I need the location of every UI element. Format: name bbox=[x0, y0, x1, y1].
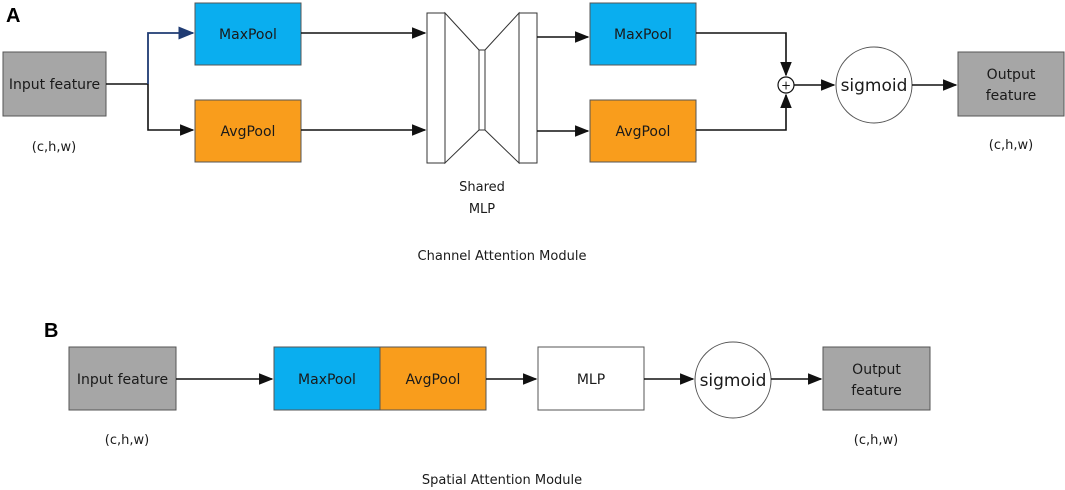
b-maxpool-box: MaxPool bbox=[273, 346, 381, 411]
a-caption: Channel Attention Module bbox=[418, 249, 587, 264]
a-maxpool-out-label: MaxPool bbox=[614, 27, 672, 43]
b-output-label-line1: Output bbox=[852, 362, 901, 378]
b-input-feature-label: Input feature bbox=[77, 372, 168, 388]
a-output-feature-box: Output feature bbox=[957, 51, 1065, 117]
b-sigmoid-label: sigmoid bbox=[700, 371, 767, 391]
b-sigmoid-node: sigmoid bbox=[694, 341, 772, 419]
b-caption: Spatial Attention Module bbox=[422, 473, 582, 488]
a-sigmoid-node: sigmoid bbox=[835, 46, 913, 124]
a-input-dims: (c,h,w) bbox=[32, 140, 76, 155]
b-mlp-box: MLP bbox=[537, 346, 645, 411]
b-avgpool-label: AvgPool bbox=[406, 372, 461, 388]
b-output-label-line2: feature bbox=[851, 383, 902, 399]
a-avgpool-out-box: AvgPool bbox=[589, 99, 697, 163]
b-avgpool-box: AvgPool bbox=[379, 346, 487, 411]
b-input-feature-box: Input feature bbox=[68, 346, 177, 411]
panel-b-label: B bbox=[44, 320, 58, 342]
b-output-dims: (c,h,w) bbox=[854, 433, 898, 448]
panel-a-label: A bbox=[6, 5, 20, 27]
b-input-dims: (c,h,w) bbox=[105, 433, 149, 448]
a-maxpool-label: MaxPool bbox=[219, 27, 277, 43]
shared-mlp-shape bbox=[426, 11, 538, 165]
sum-node: + bbox=[777, 76, 795, 94]
sum-symbol: + bbox=[781, 79, 791, 93]
a-maxpool-out-box: MaxPool bbox=[589, 2, 697, 66]
a-input-feature-box: Input feature bbox=[2, 51, 107, 117]
a-output-label-line2: feature bbox=[986, 88, 1037, 104]
b-output-feature-box: Output feature bbox=[822, 346, 931, 411]
a-avgpool-box: AvgPool bbox=[194, 99, 302, 163]
shared-mlp-label-line2: MLP bbox=[469, 202, 495, 217]
b-maxpool-label: MaxPool bbox=[298, 372, 356, 388]
a-output-dims: (c,h,w) bbox=[989, 138, 1033, 153]
a-avgpool-out-label: AvgPool bbox=[616, 124, 671, 140]
a-avgpool-label: AvgPool bbox=[221, 124, 276, 140]
panel-a-edges bbox=[106, 26, 958, 137]
a-output-label-line1: Output bbox=[987, 67, 1036, 83]
b-mlp-label: MLP bbox=[577, 372, 605, 388]
a-maxpool-box: MaxPool bbox=[194, 2, 302, 66]
shared-mlp-label-line1: Shared bbox=[459, 180, 505, 195]
a-input-feature-label: Input feature bbox=[9, 77, 100, 93]
a-sigmoid-label: sigmoid bbox=[841, 76, 908, 96]
